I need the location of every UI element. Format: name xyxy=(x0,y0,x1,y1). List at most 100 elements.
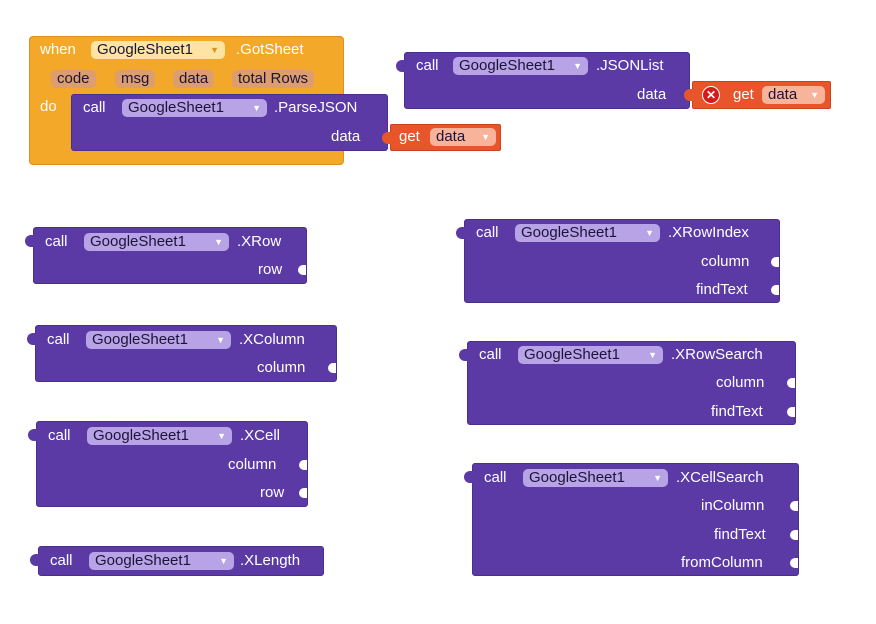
input-socket[interactable] xyxy=(787,407,795,417)
chevron-down-icon: ▼ xyxy=(810,90,819,100)
arg-label-column: column xyxy=(257,359,306,376)
arg-label-column: column xyxy=(701,253,750,270)
input-socket[interactable] xyxy=(298,265,306,275)
xrow-block[interactable]: call GoogleSheet1 ▼ .XRow row xyxy=(25,227,307,284)
component-dropdown-label: GoogleSheet1 xyxy=(97,41,193,58)
xrowsearch-block[interactable]: call GoogleSheet1 ▼ .XRowSearch column f… xyxy=(459,341,796,425)
error-icon[interactable]: ✕ xyxy=(702,86,720,104)
component-dropdown[interactable]: GoogleSheet1 ▼ xyxy=(515,224,660,242)
component-dropdown[interactable]: GoogleSheet1 ▼ xyxy=(89,552,234,570)
arg-label-data: data xyxy=(331,128,361,145)
variable-dropdown[interactable]: data ▼ xyxy=(430,128,496,146)
plug-tab xyxy=(382,132,392,144)
component-dropdown[interactable]: GoogleSheet1 ▼ xyxy=(122,99,267,117)
input-socket[interactable] xyxy=(787,378,795,388)
get-label: get xyxy=(733,86,754,103)
get-label: get xyxy=(399,128,420,145)
chevron-down-icon: ▼ xyxy=(216,335,225,345)
component-dropdown[interactable]: GoogleSheet1 ▼ xyxy=(523,469,668,487)
method-label: .XRowIndex xyxy=(668,224,749,241)
arg-label-data: data xyxy=(637,86,667,103)
method-label: .XLength xyxy=(240,552,301,569)
method-label: .XCell xyxy=(240,427,281,444)
arg-label-findtext: findText xyxy=(696,281,748,298)
input-socket[interactable] xyxy=(771,257,779,267)
arg-label-row: row xyxy=(258,261,283,278)
xlength-block[interactable]: call GoogleSheet1 ▼ .XLength xyxy=(30,546,324,576)
component-dropdown[interactable]: GoogleSheet1 ▼ xyxy=(86,331,231,349)
input-socket[interactable] xyxy=(328,363,336,373)
variable-dropdown[interactable]: data ▼ xyxy=(762,86,825,104)
param-data[interactable]: data xyxy=(173,70,215,88)
xcellsearch-block[interactable]: call GoogleSheet1 ▼ .XCellSearch inColum… xyxy=(464,463,799,576)
method-label: .XColumn xyxy=(239,331,305,348)
jsonlist-block[interactable]: call GoogleSheet1 ▼ .JSONList data xyxy=(396,52,690,109)
chevron-down-icon: ▼ xyxy=(252,103,261,113)
method-label: .JSONList xyxy=(596,57,664,74)
method-label: .XCellSearch xyxy=(676,469,764,486)
param-total-rows[interactable]: total Rows xyxy=(232,70,315,88)
chevron-down-icon: ▼ xyxy=(648,350,657,360)
plug-tab xyxy=(464,471,474,483)
component-dropdown-label: GoogleSheet1 xyxy=(459,57,555,74)
call-label: call xyxy=(50,552,73,569)
component-dropdown-label: GoogleSheet1 xyxy=(128,99,224,116)
chevron-down-icon: ▼ xyxy=(481,132,490,142)
component-dropdown[interactable]: GoogleSheet1 ▼ xyxy=(91,41,225,59)
arg-label-incolumn: inColumn xyxy=(701,497,765,514)
chevron-down-icon: ▼ xyxy=(645,228,654,238)
chevron-down-icon: ▼ xyxy=(210,45,219,55)
call-label: call xyxy=(45,233,68,250)
chevron-down-icon: ▼ xyxy=(217,431,226,441)
param-code[interactable]: code xyxy=(51,70,96,88)
component-dropdown-label: GoogleSheet1 xyxy=(90,233,186,250)
arg-label-fromcolumn: fromColumn xyxy=(681,554,763,571)
input-socket[interactable] xyxy=(790,530,798,540)
do-label: do xyxy=(40,98,57,115)
method-label: .XRow xyxy=(237,233,282,250)
arg-label-row: row xyxy=(260,484,285,501)
plug-tab xyxy=(396,60,406,72)
plug-tab xyxy=(27,333,37,345)
plug-tab xyxy=(30,554,40,566)
call-label: call xyxy=(48,427,71,444)
input-socket[interactable] xyxy=(299,488,307,498)
when-label: when xyxy=(40,41,76,58)
xcell-block[interactable]: call GoogleSheet1 ▼ .XCell column row xyxy=(28,421,308,507)
call-label: call xyxy=(83,99,106,116)
chevron-down-icon: ▼ xyxy=(573,61,582,71)
component-dropdown-label: GoogleSheet1 xyxy=(92,331,188,348)
input-socket[interactable] xyxy=(299,460,307,470)
component-dropdown-label: GoogleSheet1 xyxy=(95,552,191,569)
input-socket[interactable] xyxy=(790,501,798,511)
variable-dropdown-label: data xyxy=(436,128,466,145)
chevron-down-icon: ▼ xyxy=(653,473,662,483)
input-socket[interactable] xyxy=(771,285,779,295)
arg-label-findtext: findText xyxy=(714,526,766,543)
component-dropdown-label: GoogleSheet1 xyxy=(529,469,625,486)
param-msg[interactable]: msg xyxy=(115,70,156,88)
component-dropdown[interactable]: GoogleSheet1 ▼ xyxy=(87,427,232,445)
component-dropdown[interactable]: GoogleSheet1 ▼ xyxy=(518,346,663,364)
xrowindex-block[interactable]: call GoogleSheet1 ▼ .XRowIndex column fi… xyxy=(456,219,780,303)
component-dropdown[interactable]: GoogleSheet1 ▼ xyxy=(453,57,588,75)
component-dropdown-label: GoogleSheet1 xyxy=(524,346,620,363)
plug-tab xyxy=(684,89,694,101)
parsejson-block[interactable]: call GoogleSheet1 ▼ .ParseJSON data xyxy=(71,94,388,151)
call-label: call xyxy=(479,346,502,363)
chevron-down-icon: ▼ xyxy=(219,556,228,566)
call-label: call xyxy=(416,57,439,74)
get-data-error-block[interactable]: ✕ get data ▼ xyxy=(684,81,831,109)
method-label: .XRowSearch xyxy=(671,346,763,363)
method-label: .ParseJSON xyxy=(274,99,358,116)
xcolumn-block[interactable]: call GoogleSheet1 ▼ .XColumn column xyxy=(27,325,337,382)
call-label: call xyxy=(484,469,507,486)
event-name-label: .GotSheet xyxy=(236,41,304,58)
plug-tab xyxy=(459,349,469,361)
call-label: call xyxy=(47,331,70,348)
input-socket[interactable] xyxy=(790,558,798,568)
arg-label-findtext: findText xyxy=(711,403,763,420)
get-data-block[interactable]: get data ▼ xyxy=(382,124,501,151)
arg-label-column: column xyxy=(228,456,277,473)
component-dropdown[interactable]: GoogleSheet1 ▼ xyxy=(84,233,229,251)
